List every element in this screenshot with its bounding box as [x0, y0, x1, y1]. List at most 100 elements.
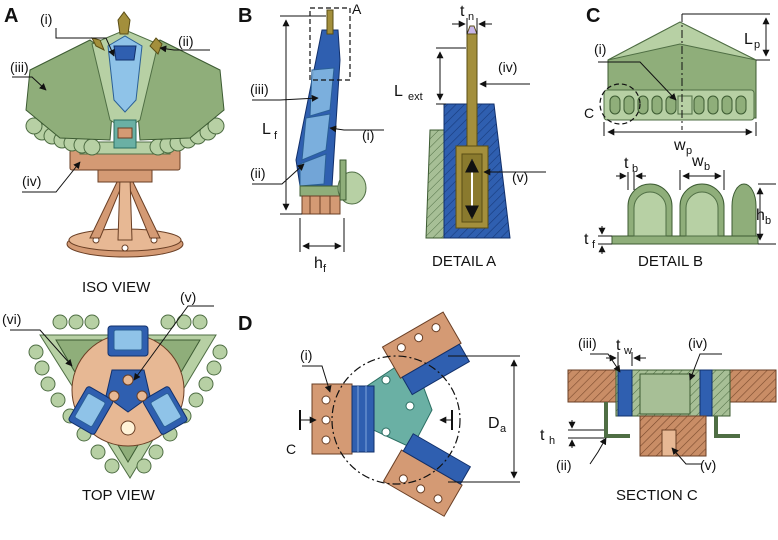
- b-label-i: (i): [362, 127, 374, 143]
- dim-lp-sub: p: [754, 39, 760, 51]
- detail-a-nail-shank: [466, 33, 478, 147]
- dim-tn-sub: n: [468, 11, 474, 23]
- dim-tw: t: [616, 337, 621, 354]
- panel-c: C C (i) L p: [584, 5, 776, 270]
- dim-da-sub: a: [500, 423, 507, 435]
- pedestal-column: [117, 177, 133, 241]
- detail-a-box-label: A: [352, 1, 362, 17]
- joint-block: [117, 127, 133, 139]
- dim-hf: h: [314, 255, 323, 272]
- finger-circle: [331, 355, 461, 485]
- finger-mount: [301, 195, 341, 215]
- finger-chamber: [309, 67, 335, 117]
- dim-hb-sub: b: [765, 215, 771, 227]
- b-label-ii: (ii): [250, 165, 266, 181]
- dim-tb: t: [624, 155, 629, 172]
- section-mark-c: C: [286, 441, 296, 457]
- finger-side-view: [295, 9, 367, 215]
- dim-tf-sub: f: [592, 239, 596, 251]
- dim-wb: w: [691, 153, 704, 170]
- palm-drawing: [603, 14, 757, 130]
- detail-a-label-v: (v): [512, 169, 528, 185]
- finger-base-bottom: [402, 433, 472, 485]
- base-top-view: [311, 311, 472, 517]
- left-petal: [25, 39, 117, 141]
- top-label-vi: (vi): [2, 311, 21, 327]
- section-c-right-mount: [729, 369, 777, 403]
- side-nail: [149, 37, 163, 55]
- section-c-drawing: [567, 369, 777, 457]
- panel-d: D: [238, 311, 777, 517]
- top-view-drawing: [28, 314, 228, 479]
- section-c-tube: [714, 416, 740, 438]
- iso-view-caption: ISO VIEW: [82, 279, 151, 296]
- detail-a-outer-wall: [425, 129, 445, 239]
- dim-lf-sub: f: [274, 130, 278, 142]
- section-label-ii: (ii): [556, 457, 572, 473]
- dim-tw-sub: w: [623, 345, 632, 357]
- dim-da: D: [488, 415, 500, 432]
- finger-chamber: [301, 113, 331, 161]
- panel-c-letter: C: [586, 5, 600, 27]
- iso-view-drawing: [25, 11, 225, 258]
- top-view-caption: TOP VIEW: [82, 487, 156, 504]
- section-c-finger-base: [617, 369, 633, 417]
- dim-wb-sub: b: [704, 161, 710, 173]
- finger-top: [113, 45, 137, 61]
- dim-lext-sub: ext: [408, 91, 423, 103]
- detail-b-base-film: [611, 235, 759, 245]
- panel-a: A: [2, 5, 228, 504]
- finger-base-left: [351, 385, 375, 453]
- palm-connector: [677, 95, 693, 115]
- detail-b-drawing: [611, 183, 759, 245]
- panel-d-letter: D: [238, 313, 252, 335]
- panel-a-letter: A: [4, 5, 18, 27]
- section-c-tube: [604, 402, 630, 438]
- detail-b-bellow: [731, 183, 757, 237]
- finger-nail: [326, 9, 334, 35]
- center-nail: [117, 11, 131, 35]
- callout-c-label: C: [584, 105, 594, 121]
- iso-label-iii: (iii): [10, 59, 29, 75]
- detail-a-label-iv: (iv): [498, 59, 517, 75]
- top-label-v: (v): [180, 289, 196, 305]
- dim-th-sub: h: [549, 435, 555, 447]
- dim-tb-sub: b: [632, 163, 638, 175]
- section-c-finger-base: [699, 369, 713, 417]
- side-nail: [91, 37, 105, 52]
- section-label-iii: (iii): [578, 335, 597, 351]
- right-petal: [133, 39, 225, 141]
- dim-lext: L: [394, 83, 403, 100]
- detail-b-callout: [599, 83, 641, 125]
- detail-a-box: [309, 7, 351, 81]
- dim-wp-sub: p: [686, 145, 692, 157]
- dim-lf: L: [262, 121, 271, 138]
- panel-b-letter: B: [238, 5, 252, 27]
- dim-tn: t: [460, 3, 465, 20]
- dim-tf: t: [584, 231, 589, 248]
- iso-label-iv: (iv): [22, 173, 41, 189]
- section-c-caption: SECTION C: [616, 487, 698, 504]
- finger-chamber: [299, 153, 327, 187]
- section-c-chamber: [639, 373, 691, 415]
- finger-base: [299, 185, 345, 197]
- dim-lp: L: [744, 31, 753, 48]
- section-c-left-mount: [567, 369, 617, 403]
- mount-left: [311, 383, 353, 455]
- iso-label-i: (i): [40, 11, 52, 27]
- c-label-i: (i): [594, 41, 606, 57]
- dim-th: t: [540, 427, 545, 444]
- dim-wp: w: [673, 137, 686, 154]
- section-label-iv: (iv): [688, 335, 707, 351]
- d-label-i: (i): [300, 347, 312, 363]
- section-label-v: (v): [700, 457, 716, 473]
- detail-a-drawing: [425, 25, 511, 239]
- b-label-iii: (iii): [250, 81, 269, 97]
- detail-b-caption: DETAIL B: [638, 253, 703, 270]
- detail-a-caption: DETAIL A: [432, 253, 496, 270]
- dim-hf-sub: f: [323, 263, 327, 275]
- iso-label-ii: (ii): [178, 33, 194, 49]
- detail-b-cavity: [685, 191, 719, 237]
- panel-b: B A L f h f (iii): [238, 1, 546, 275]
